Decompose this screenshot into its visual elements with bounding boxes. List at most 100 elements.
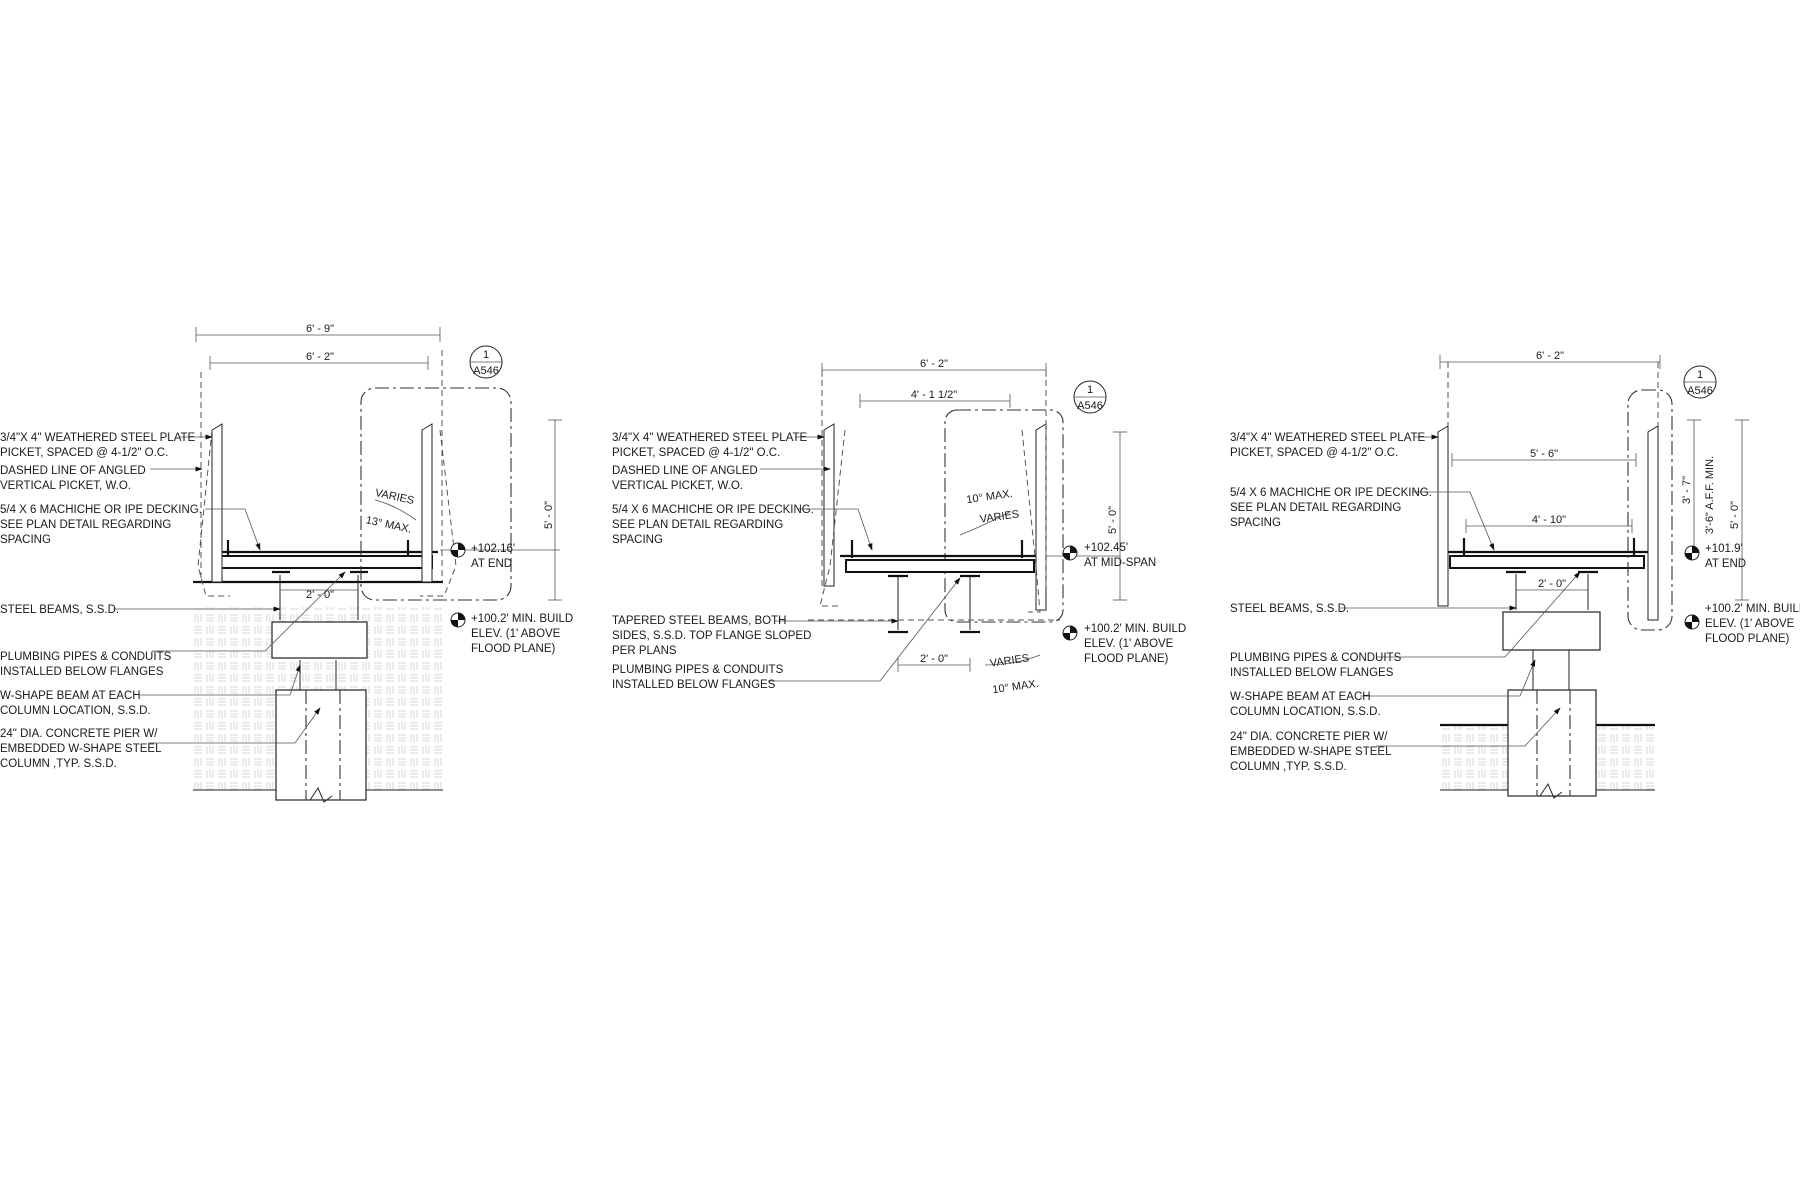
dim-text: 2' - 0" — [1538, 578, 1566, 590]
note-line: DASHED LINE OF ANGLED — [612, 465, 758, 477]
concrete-pier — [1507, 689, 1597, 797]
note-line: SPACING — [612, 534, 663, 546]
note-line: STEEL BEAMS, S.S.D. — [0, 604, 119, 616]
decking — [1449, 555, 1645, 569]
note-line: COLUMN ,TYP. S.S.D. — [0, 758, 117, 770]
note-group: 3/4"X 4" WEATHERED STEEL PLATE PICKET, S… — [0, 432, 202, 770]
note-line: VERTICAL PICKET, W.O. — [612, 480, 743, 492]
note-line: 5/4 X 6 MACHICHE OR IPE DECKING. — [612, 504, 814, 516]
dim-text: 4' - 1 1/2" — [911, 389, 957, 401]
note-line: SEE PLAN DETAIL REGARDING — [1230, 502, 1401, 514]
picket-left — [1437, 425, 1449, 607]
elevation-label: ELEV. (1' ABOVE — [1084, 638, 1174, 650]
dim-text: 2' - 0" — [920, 653, 948, 665]
w-shape-beam — [271, 621, 368, 659]
note-line: 3/4"X 4" WEATHERED STEEL PLATE — [1230, 432, 1426, 444]
elevation-label: +100.2' MIN. BUILD — [471, 613, 573, 625]
note-line: W-SHAPE BEAM AT EACH — [1230, 691, 1371, 703]
dim-text: 6' - 9" — [306, 323, 334, 335]
note-line: COLUMN ,TYP. S.S.D. — [1230, 761, 1347, 773]
note-line: EMBEDDED W-SHAPE STEEL — [1230, 746, 1392, 758]
note-line: SIDES, S.S.D. TOP FLANGE SLOPED — [612, 630, 811, 642]
note-line: PLUMBING PIPES & CONDUITS — [0, 651, 172, 663]
elevation-label: +102.16' — [471, 543, 515, 555]
callout-number: 1 — [483, 349, 489, 361]
note-line: PLUMBING PIPES & CONDUITS — [612, 664, 784, 676]
dim-text: 5' - 0" — [1729, 501, 1741, 529]
dim-text: 6' - 2" — [920, 358, 948, 370]
note-line: 3/4"X 4" WEATHERED STEEL PLATE — [612, 432, 808, 444]
angle-label: VARIES — [989, 652, 1030, 669]
clearance-box — [944, 409, 1064, 623]
dim-text: 6' - 2" — [1536, 350, 1564, 362]
elevation-label: +100.2' MIN. BUILD — [1084, 623, 1186, 635]
dim-text: 5' - 6" — [1530, 448, 1558, 460]
note-line: COLUMN LOCATION, S.S.D. — [0, 705, 151, 717]
note-line: PICKET, SPACED @ 4-1/2" O.C. — [1230, 447, 1398, 459]
callout-sheet: A546 — [1077, 400, 1103, 412]
elevation-label: FLOOD PLANE) — [471, 643, 556, 655]
picket-right — [1035, 423, 1047, 611]
picket-right — [421, 423, 433, 583]
dim-text: 4' - 10" — [1532, 514, 1566, 526]
note-line: SEE PLAN DETAIL REGARDING — [612, 519, 783, 531]
angle-label: 10° MAX. — [966, 488, 1014, 506]
note-line: SPACING — [0, 534, 51, 546]
note-line: 24" DIA. CONCRETE PIER W/ — [1230, 731, 1388, 743]
elevation-label: FLOOD PLANE) — [1084, 653, 1169, 665]
elevation-label: +101.9' — [1705, 543, 1743, 555]
note-group: 3/4"X 4" WEATHERED STEEL PLATE PICKET, S… — [612, 432, 814, 691]
note-line: 5/4 X 6 MACHICHE OR IPE DECKING. — [1230, 487, 1432, 499]
angle-label: 10° MAX. — [992, 678, 1040, 696]
callout-sheet: A546 — [1687, 385, 1713, 397]
note-line: 3/4"X 4" WEATHERED STEEL PLATE — [0, 432, 196, 444]
note-line: EMBEDDED W-SHAPE STEEL — [0, 743, 162, 755]
note-line: SPACING — [1230, 517, 1281, 529]
elevation-label: AT END — [471, 558, 512, 570]
elevation-label: ELEV. (1' ABOVE — [1705, 618, 1795, 630]
callout-sheet: A546 — [473, 365, 499, 377]
note-group: 3/4"X 4" WEATHERED STEEL PLATE PICKET, S… — [1230, 432, 1432, 773]
note-line: INSTALLED BELOW FLANGES — [0, 666, 164, 678]
elevation-label: +102.45' — [1084, 542, 1128, 554]
picket-left — [211, 423, 223, 583]
section-3: 6' - 2" 5' - 6" 4' - 10" 2' - 0" 3' - 7"… — [1230, 350, 1800, 799]
note-line: PLUMBING PIPES & CONDUITS — [1230, 652, 1402, 664]
elevation-label: +100.2' MIN. BUILD — [1705, 603, 1800, 615]
decking — [219, 555, 433, 569]
note-line: W-SHAPE BEAM AT EACH — [0, 690, 141, 702]
aff-label: 3'-6" A.F.F. MIN. — [1704, 456, 1716, 534]
callout-number: 1 — [1697, 369, 1703, 381]
dim-text: 5' - 0" — [1107, 506, 1119, 534]
dim-text: 5' - 0" — [543, 501, 555, 529]
angle-label: 13° MAX. — [365, 514, 413, 535]
note-line: TAPERED STEEL BEAMS, BOTH — [612, 615, 786, 627]
decking — [845, 559, 1035, 573]
callout-number: 1 — [1087, 384, 1093, 396]
note-line: COLUMN LOCATION, S.S.D. — [1230, 706, 1381, 718]
section-2: 6' - 2" 4' - 1 1/2" 2' - 0" 5' - 0" 10° … — [612, 358, 1186, 696]
elevation-label: AT MID-SPAN — [1084, 557, 1156, 569]
dim-text: 2' - 0" — [306, 589, 334, 601]
picket-right — [1647, 425, 1659, 621]
dim-text: 3' - 7" — [1681, 476, 1693, 504]
elevation-label: AT END — [1705, 558, 1746, 570]
note-line: 24" DIA. CONCRETE PIER W/ — [0, 728, 158, 740]
section-1: 6' - 9" 6' - 2" 2' - 0" 5' - 0" VARIES 1… — [0, 323, 573, 803]
note-line: PICKET, SPACED @ 4-1/2" O.C. — [612, 447, 780, 459]
note-line: INSTALLED BELOW FLANGES — [1230, 667, 1394, 679]
note-line: DASHED LINE OF ANGLED — [0, 465, 146, 477]
elevation-label: ELEV. (1' ABOVE — [471, 628, 561, 640]
angle-label: VARIES — [979, 508, 1020, 525]
note-line: STEEL BEAMS, S.S.D. — [1230, 603, 1349, 615]
picket-left — [823, 423, 835, 587]
note-line: PER PLANS — [612, 645, 677, 657]
dim-text: 6' - 2" — [306, 351, 334, 363]
elevation-label: FLOOD PLANE) — [1705, 633, 1790, 645]
concrete-pier — [275, 689, 367, 801]
note-line: SEE PLAN DETAIL REGARDING — [0, 519, 171, 531]
angle-label: VARIES — [374, 487, 415, 507]
note-line: PICKET, SPACED @ 4-1/2" O.C. — [0, 447, 168, 459]
note-line: 5/4 X 6 MACHICHE OR IPE DECKING. — [0, 504, 202, 516]
